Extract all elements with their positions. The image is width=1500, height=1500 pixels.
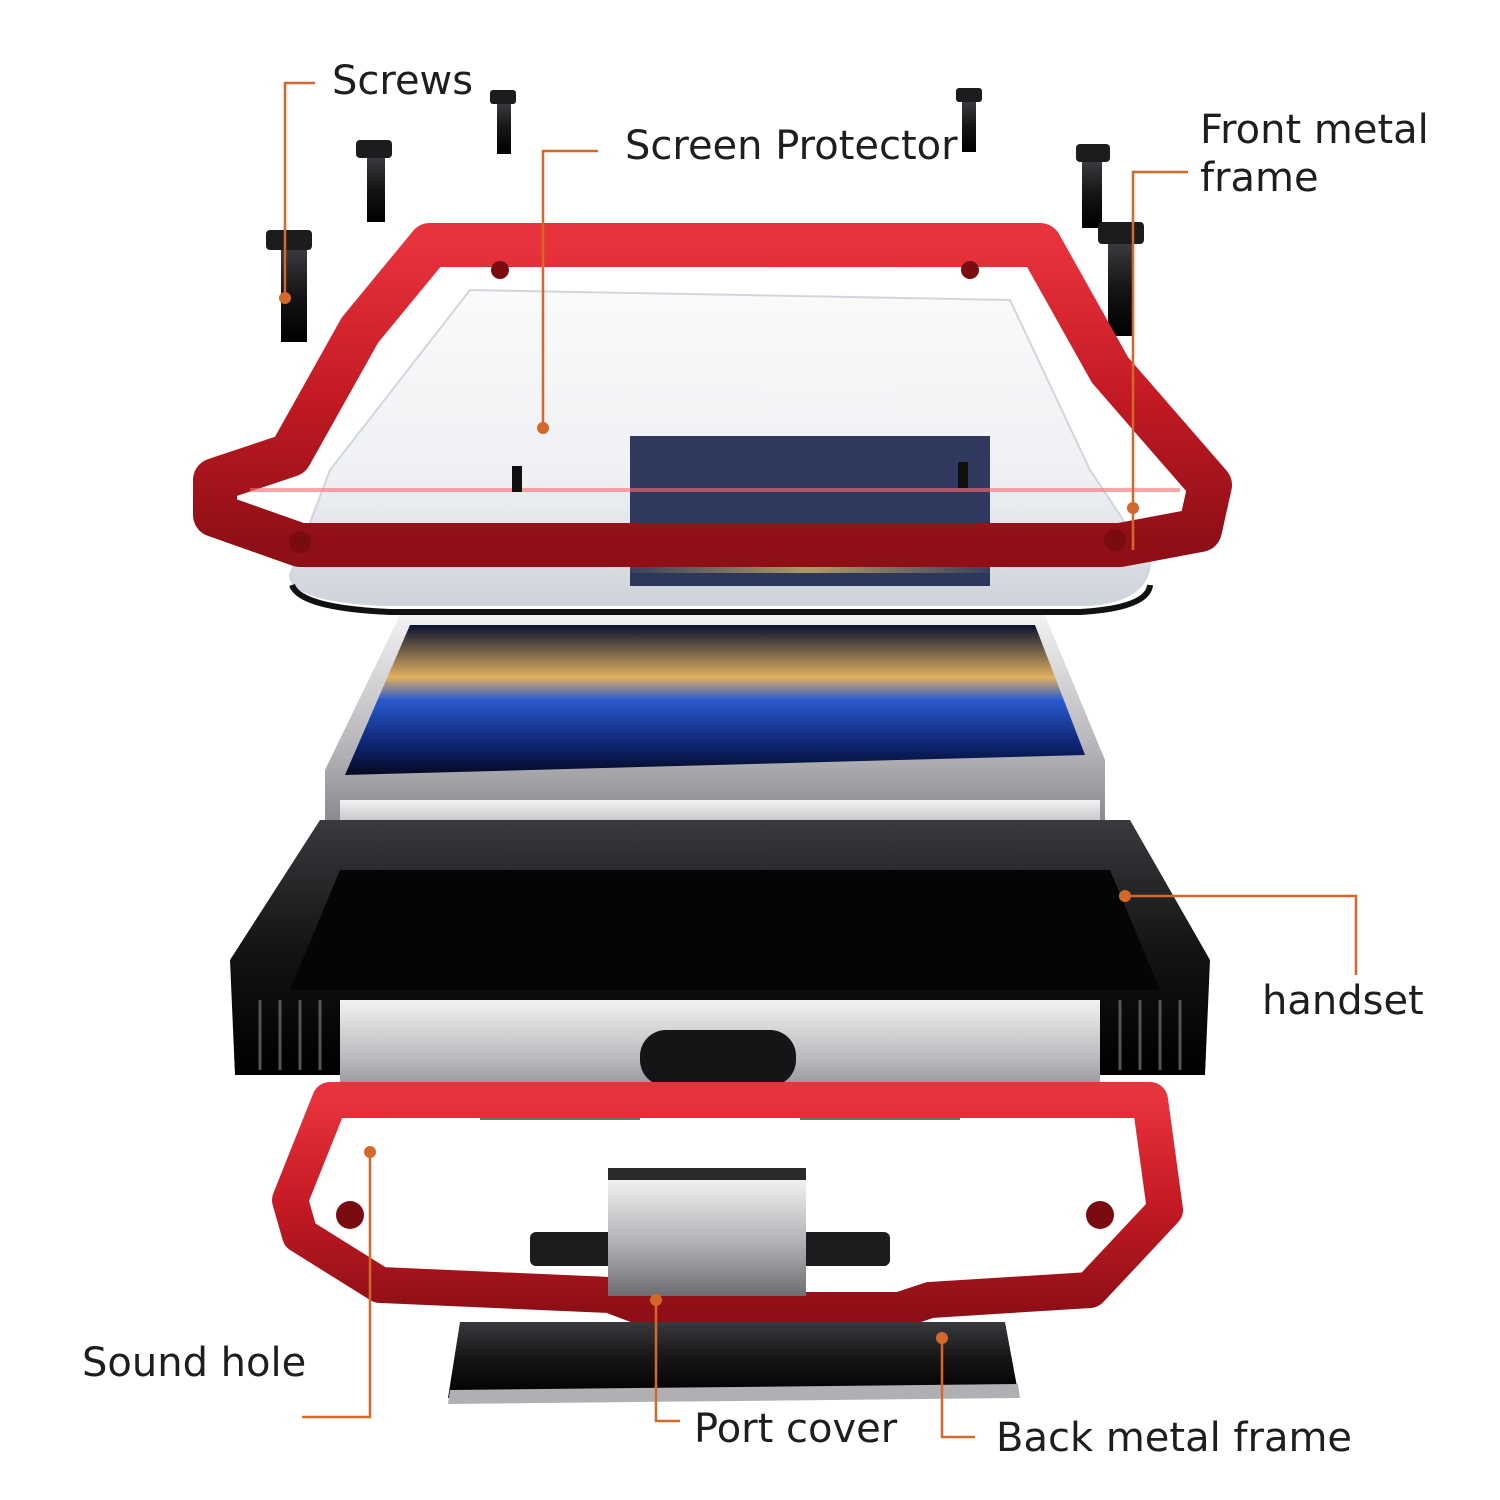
screw <box>1076 144 1110 228</box>
label-screws: Screws <box>332 58 474 104</box>
port-cover-part <box>608 1178 806 1296</box>
label-screen-protector: Screen Protector <box>625 123 958 169</box>
label-handset: handset <box>1262 978 1424 1024</box>
front-metal-frame-part <box>193 223 1232 567</box>
label-sound-hole: Sound hole <box>82 1340 307 1386</box>
callout-lines <box>283 81 1358 1439</box>
label-back-metal-frame: Back metal frame <box>996 1415 1353 1461</box>
port-opening <box>640 1030 796 1086</box>
label-front-metal-frame-line1: Front metal <box>1200 107 1429 153</box>
screw <box>956 88 982 152</box>
label-port-cover: Port cover <box>694 1406 898 1452</box>
label-front-metal-frame-line2: frame <box>1200 155 1319 201</box>
callout-dots <box>279 292 1139 1344</box>
screw <box>266 230 312 342</box>
screws-group <box>266 88 1144 342</box>
screw <box>490 90 516 154</box>
screw <box>356 140 392 222</box>
handset-part <box>230 820 1210 1120</box>
bottom-plate-part <box>448 1322 1020 1404</box>
back-metal-frame-part <box>272 1082 1183 1328</box>
